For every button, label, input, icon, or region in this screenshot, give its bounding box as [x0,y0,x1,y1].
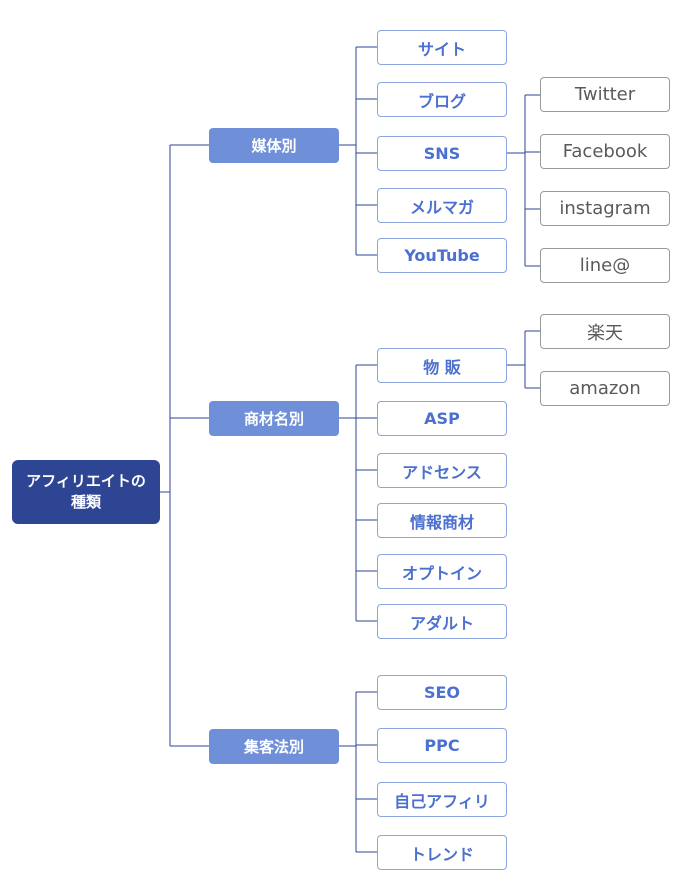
sub-line: line@ [540,248,670,283]
category-traffic: 集客法別 [209,729,339,764]
leaf-blog: ブログ [377,82,507,117]
root-label-line1: アフィリエイトの [26,472,146,490]
leaf-site: サイト [377,30,507,65]
category-product: 商材名別 [209,401,339,436]
sub-amazon: amazon [540,371,670,406]
leaf-adsense: アドセンス [377,453,507,488]
category-media: 媒体別 [209,128,339,163]
sub-facebook: Facebook [540,134,670,169]
leaf-optin: オプトイン [377,554,507,589]
root-node: アフィリエイトの 種類 [12,460,160,524]
leaf-asp: ASP [377,401,507,436]
leaf-self-affiliate: 自己アフィリ [377,782,507,817]
sub-twitter: Twitter [540,77,670,112]
leaf-adult: アダルト [377,604,507,639]
leaf-ppc: PPC [377,728,507,763]
leaf-trend: トレンド [377,835,507,870]
leaf-mailmag: メルマガ [377,188,507,223]
sub-instagram: instagram [540,191,670,226]
sub-rakuten: 楽天 [540,314,670,349]
leaf-info-products: 情報商材 [377,503,507,538]
leaf-seo: SEO [377,675,507,710]
leaf-youtube: YouTube [377,238,507,273]
root-label-line2: 種類 [70,493,101,511]
leaf-physical-goods: 物 販 [377,348,507,383]
leaf-sns: SNS [377,136,507,171]
